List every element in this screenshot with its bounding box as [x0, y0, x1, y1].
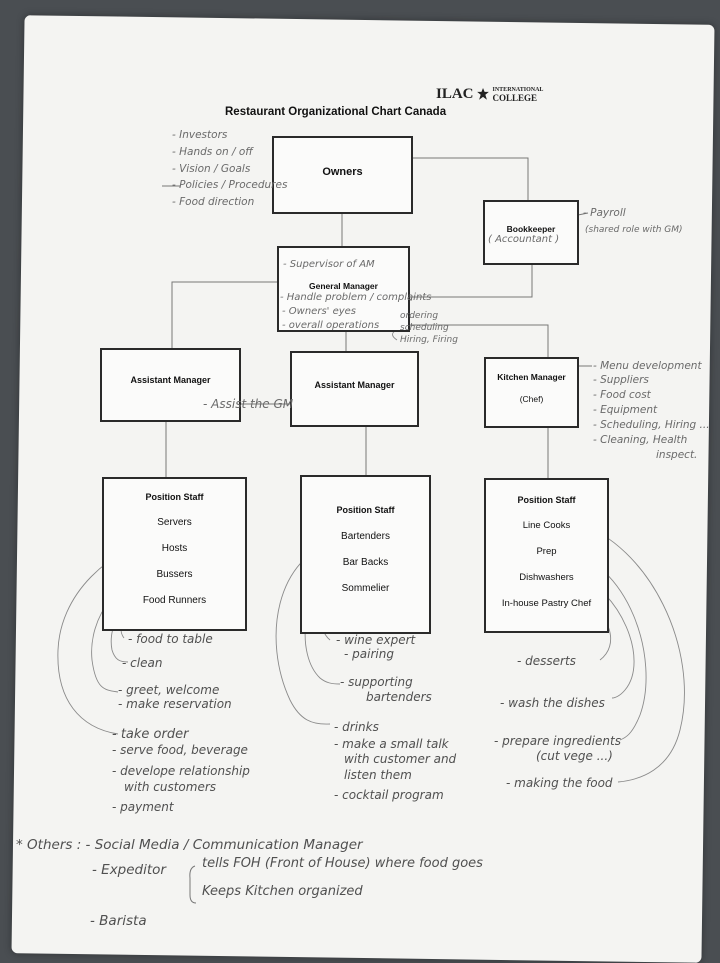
- staff1-note: - make reservation: [118, 697, 232, 711]
- staff2-item: Bartenders: [341, 531, 390, 542]
- kitchen-note: inspect.: [656, 449, 698, 461]
- owners-title: Owners: [322, 166, 363, 178]
- staff3-item: Line Cooks: [522, 520, 571, 531]
- ilac-logo: ILAC INTERNATIONAL COLLEGE: [436, 86, 543, 103]
- kitchen-note: - Equipment: [593, 404, 658, 416]
- staff1-note: - clean: [122, 656, 163, 670]
- staff1-item: Hosts: [161, 543, 188, 554]
- owners-note: - Food direction: [172, 196, 255, 208]
- kitchen-manager-sub: (Chef): [519, 394, 544, 404]
- staff2-note: - make a small talk: [334, 737, 449, 751]
- staff2-note: with customer and: [344, 752, 457, 766]
- staff3-note: - making the food: [506, 776, 613, 790]
- kitchen-note: - Food cost: [593, 389, 651, 401]
- staff1-item: Servers: [157, 517, 192, 528]
- staff1-title: Position Staff: [145, 492, 204, 502]
- expeditor-item: Keeps Kitchen organized: [202, 884, 363, 899]
- staff1-item: Bussers: [156, 569, 193, 580]
- staff1-note: with customers: [124, 780, 217, 794]
- staff2-note: - pairing: [344, 647, 394, 661]
- staff1-note: - take order: [112, 727, 189, 742]
- assistant-manager-2-title: Assistant Manager: [314, 380, 395, 390]
- staff1-note: - food to table: [128, 632, 213, 646]
- owners-box: Owners: [272, 136, 413, 214]
- kitchen-note: - Scheduling, Hiring ...: [593, 419, 710, 431]
- owners-note: - Hands on / off: [172, 146, 253, 158]
- gm-bracket-note: ordering: [400, 311, 439, 321]
- staff3-item: In-house Pastry Chef: [501, 598, 592, 609]
- expeditor-note: - Expeditor: [92, 862, 166, 878]
- logo-text: ILAC: [436, 86, 474, 102]
- expeditor-item: tells FOH (Front of House) where food go…: [202, 856, 483, 871]
- logo-line2: COLLEGE: [492, 92, 538, 103]
- gm-bracket-note: Hiring, Firing: [400, 335, 458, 345]
- staff2-note: listen them: [344, 768, 412, 782]
- staff1-item: Food Runners: [142, 595, 207, 606]
- kitchen-manager-box: Kitchen Manager (Chef): [484, 357, 579, 428]
- gm-note: - Handle problem / complaints: [280, 292, 432, 303]
- staff1-note: - greet, welcome: [118, 683, 220, 697]
- maple-leaf-icon: [477, 88, 489, 100]
- staff1-note: - payment: [112, 800, 174, 814]
- assistant-manager-1-box: Assistant Manager: [100, 348, 241, 422]
- kitchen-note: - Cleaning, Health: [593, 434, 688, 446]
- kitchen-note: - Menu development: [593, 360, 702, 372]
- bookkeeper-title: Bookkeeper: [506, 224, 556, 234]
- staff3-note: (cut vege ...): [536, 749, 613, 763]
- others-note: * Others : - Social Media / Communicatio…: [16, 837, 363, 853]
- chart-title: Restaurant Organizational Chart Canada: [225, 106, 447, 118]
- kitchen-manager-title: Kitchen Manager: [497, 372, 566, 382]
- assistant-manager-2-box: Assistant Manager: [290, 351, 419, 427]
- assistant-manager-1-title: Assistant Manager: [130, 375, 211, 385]
- staff2-item: Bar Backs: [342, 557, 389, 568]
- staff2-note: - wine expert: [336, 633, 416, 647]
- gm-note-supervisor: - Supervisor of AM: [283, 259, 375, 270]
- staff1-note: - develope relationship: [112, 764, 250, 778]
- staff3-title: Position Staff: [517, 495, 576, 505]
- staff3-item: Prep: [536, 546, 557, 557]
- gm-note: - overall operations: [282, 320, 380, 331]
- position-staff-3-box: Position Staff Line Cooks Prep Dishwashe…: [484, 478, 609, 633]
- staff2-item: Sommelier: [341, 583, 390, 594]
- position-staff-2-box: Position Staff Bartenders Bar Backs Somm…: [300, 475, 431, 634]
- general-manager-box: General Manager: [277, 246, 410, 332]
- general-manager-title: General Manager: [309, 281, 378, 291]
- staff3-item: Dishwashers: [519, 572, 574, 583]
- staff2-note: - cocktail program: [334, 788, 444, 802]
- bookkeeper-box: Bookkeeper: [483, 200, 579, 265]
- staff1-note: - serve food, beverage: [112, 743, 248, 757]
- barista-note: - Barista: [90, 913, 147, 929]
- staff3-note: - desserts: [517, 654, 576, 668]
- gm-bracket-note: scheduling: [400, 323, 449, 333]
- logo-subtext: INTERNATIONAL COLLEGE: [493, 87, 544, 103]
- owners-note: - Vision / Goals: [172, 163, 251, 175]
- staff2-title: Position Staff: [336, 505, 395, 515]
- staff3-note: - prepare ingredients: [494, 734, 621, 748]
- gm-note: - Owners' eyes: [282, 306, 357, 317]
- owners-note: - Investors: [172, 129, 228, 141]
- bookkeeper-note-shared: (shared role with GM): [585, 225, 683, 235]
- am-note: - Assist the GM: [203, 397, 294, 411]
- staff2-note: - supporting: [340, 675, 413, 689]
- staff2-note: bartenders: [366, 690, 432, 704]
- position-staff-1-box: Position Staff Servers Hosts Bussers Foo…: [102, 477, 247, 631]
- kitchen-note: - Suppliers: [593, 374, 649, 386]
- staff2-note: - drinks: [334, 720, 379, 734]
- logo-line1: INTERNATIONAL: [492, 86, 544, 93]
- owners-note: - Policies / Procedures: [172, 179, 288, 191]
- staff3-note: - wash the dishes: [500, 696, 605, 710]
- bookkeeper-note-payroll: - Payroll: [583, 207, 626, 219]
- bookkeeper-note: ( Accountant ): [488, 234, 560, 245]
